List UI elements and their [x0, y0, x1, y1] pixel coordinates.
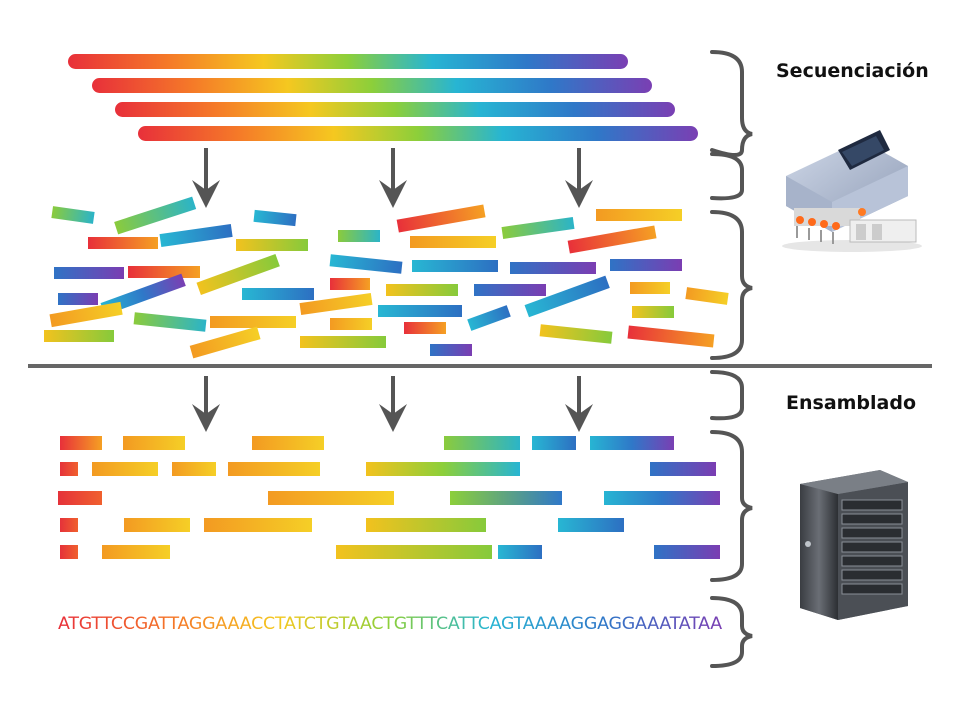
read-fragment: [467, 305, 511, 331]
brace-fragments: [710, 210, 753, 360]
read-fragment: [412, 260, 498, 272]
read-fragment: [58, 491, 102, 505]
read-fragment: [590, 436, 674, 450]
read-fragment: [60, 518, 78, 532]
down-arrow-icon: [379, 376, 407, 432]
read-fragment: [404, 322, 446, 334]
read-fragment: [100, 273, 186, 316]
brace-genome: [710, 50, 753, 157]
read-fragment: [336, 545, 492, 559]
read-fragment: [58, 293, 98, 305]
read-fragment: [189, 326, 261, 359]
read-fragment: [524, 275, 610, 318]
read-fragment: [501, 217, 575, 239]
read-fragment: [300, 336, 386, 348]
read-fragment: [498, 545, 542, 559]
brace-aligned-reads: [710, 430, 753, 582]
read-fragment: [558, 518, 624, 532]
read-fragment: [228, 462, 320, 476]
brace-upper-arrows: [710, 152, 744, 201]
read-fragment: [474, 284, 546, 296]
read-fragment: [236, 239, 308, 251]
read-fragment: [299, 293, 373, 315]
read-fragment: [444, 436, 520, 450]
read-fragment: [124, 518, 190, 532]
genome-strand: [138, 126, 698, 141]
genome-strands: [68, 54, 698, 141]
brace-sequence: [710, 596, 753, 668]
read-fragment: [268, 491, 394, 505]
read-fragment: [210, 316, 296, 328]
read-fragment: [366, 462, 520, 476]
genome-strand: [68, 54, 628, 69]
read-fragment: [430, 344, 472, 356]
assembly-arrows: [192, 376, 593, 432]
read-fragment: [44, 330, 114, 342]
read-fragment: [450, 491, 562, 505]
read-fragment: [49, 301, 123, 328]
read-fragment: [51, 206, 95, 224]
read-fragment: [102, 545, 170, 559]
read-fragment: [685, 287, 729, 305]
read-fragment: [172, 462, 216, 476]
read-fragment: [60, 436, 102, 450]
read-fragment: [410, 236, 496, 248]
read-fragment: [128, 266, 200, 278]
braces: [710, 50, 753, 668]
read-fragment: [123, 436, 185, 450]
down-arrow-icon: [192, 376, 220, 432]
fragmentation-arrows: [192, 148, 593, 208]
sequencer-machine-icon: [782, 130, 922, 252]
consensus-sequence: ATGTTCCGATTAGGAAACCTATCTGTAACTGTTTCATTCA…: [58, 614, 723, 633]
read-fragment: [596, 209, 682, 221]
read-fragment: [378, 305, 462, 317]
read-fragment: [242, 288, 314, 300]
read-fragment: [133, 312, 207, 332]
down-arrow-icon: [565, 376, 593, 432]
brace-lower-arrows: [710, 370, 744, 421]
read-fragment: [114, 196, 197, 235]
read-fragment: [366, 518, 486, 532]
read-fragment: [654, 545, 720, 559]
read-fragment: [330, 278, 370, 290]
assembly-label: Ensamblado: [786, 392, 917, 414]
read-fragment: [329, 254, 403, 274]
read-fragment: [532, 436, 576, 450]
read-fragment: [610, 259, 682, 271]
read-fragment: [253, 209, 297, 227]
read-fragment: [632, 306, 674, 318]
read-fragment: [386, 284, 458, 296]
read-fragment: [567, 225, 657, 254]
read-fragment: [92, 462, 158, 476]
server-tower-icon: [800, 470, 908, 620]
read-fragment: [650, 462, 716, 476]
read-fragment: [159, 224, 233, 247]
read-fragment: [88, 237, 158, 249]
scattered-reads: [44, 196, 729, 359]
read-fragment: [604, 491, 720, 505]
sequencing-label: Secuenciación: [776, 60, 929, 82]
read-fragment: [396, 204, 486, 233]
read-fragment: [204, 518, 312, 532]
read-fragment: [630, 282, 670, 294]
read-fragment: [252, 436, 324, 450]
down-arrow-icon: [565, 148, 593, 208]
read-fragment: [627, 325, 715, 348]
read-fragment: [330, 318, 372, 330]
read-fragment: [54, 267, 124, 279]
aligned-reads: [58, 436, 720, 559]
read-fragment: [60, 462, 78, 476]
read-fragment: [539, 324, 613, 344]
read-fragment: [60, 545, 78, 559]
genome-strand: [92, 78, 652, 93]
read-fragment: [510, 262, 596, 274]
down-arrow-icon: [379, 148, 407, 208]
read-fragment: [196, 253, 280, 295]
down-arrow-icon: [192, 148, 220, 208]
genome-strand: [115, 102, 675, 117]
read-fragment: [338, 230, 380, 242]
